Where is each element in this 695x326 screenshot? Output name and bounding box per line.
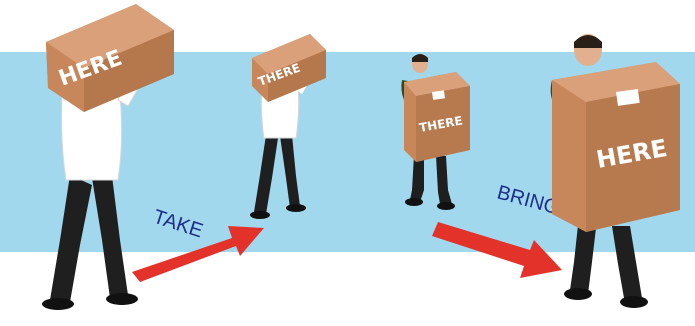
box-there-bring: THERE bbox=[404, 72, 470, 162]
box-here-bring: HERE bbox=[552, 62, 680, 232]
